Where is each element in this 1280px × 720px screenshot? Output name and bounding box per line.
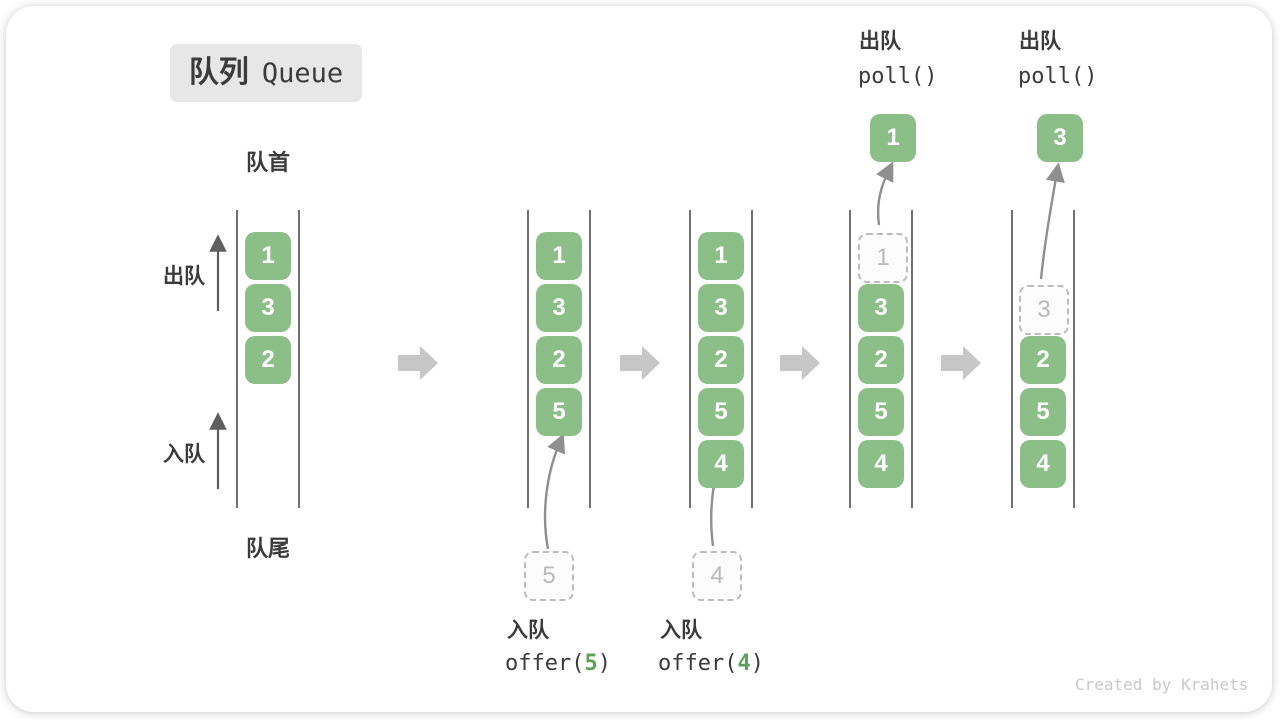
removed-value-slot: 3	[1019, 285, 1069, 335]
queue-cell: 5	[698, 388, 744, 436]
dequeue-op-code: poll()	[1018, 64, 1098, 89]
removed-value-slot: 1	[858, 233, 908, 283]
queue-cell: 2	[698, 336, 744, 384]
queue-cell: 5	[858, 388, 904, 436]
title-en: Queue	[261, 57, 344, 89]
dequeue-op-label: 出队	[859, 30, 901, 53]
code-close: )	[750, 651, 764, 676]
out-value-box: 3	[1037, 114, 1083, 162]
title-badge: 队列 Queue	[170, 44, 362, 102]
label-queue-rear: 队尾	[245, 536, 290, 561]
dequeue-op-code: poll()	[858, 64, 938, 89]
queue-cell: 1	[698, 232, 744, 280]
queue-cell: 2	[536, 336, 582, 384]
flow-arrow-icon	[780, 346, 820, 380]
flow-arrow-icon	[941, 346, 981, 380]
queue-cell: 3	[245, 284, 291, 332]
queue-cell: 4	[858, 440, 904, 488]
queue-cell: 4	[698, 440, 744, 488]
code-close: )	[597, 651, 611, 676]
enqueue-op-code: offer(5)	[505, 653, 611, 675]
code-fn: offer(	[505, 651, 585, 676]
queue-cell: 2	[1020, 336, 1066, 384]
queue-cell: 1	[536, 232, 582, 280]
queue-cell: 1	[245, 232, 291, 280]
enqueue-op-label: 入队	[660, 619, 702, 642]
queue-channel-lines	[236, 210, 1075, 508]
queue-cell: 3	[858, 284, 904, 332]
enqueue-op-label: 入队	[507, 619, 549, 642]
queue-cell: 2	[858, 336, 904, 384]
label-enqueue-side: 入队	[163, 443, 205, 466]
flow-arrow-icons	[398, 346, 981, 380]
out-value-box: 1	[870, 114, 916, 162]
queue-cell: 5	[536, 388, 582, 436]
enqueue-curve-arrow	[543, 433, 565, 550]
incoming-value-box: 5	[524, 551, 574, 601]
watermark: Created by Krahets	[1075, 675, 1249, 694]
queue-cell: 3	[536, 284, 582, 332]
queue-cell: 4	[1020, 440, 1066, 488]
dequeue-curve-arrow	[876, 161, 894, 226]
label-queue-front: 队首	[245, 150, 290, 175]
title-zh: 队列	[188, 56, 249, 89]
code-arg: 5	[584, 651, 598, 676]
code-arg: 4	[737, 651, 751, 676]
flow-arrow-icon	[398, 346, 438, 380]
queue-cell: 5	[1020, 388, 1066, 436]
code-fn: offer(	[658, 651, 738, 676]
dequeue-op-label: 出队	[1019, 30, 1061, 53]
dequeue-curve-arrow	[1039, 162, 1065, 280]
incoming-value-box: 4	[692, 551, 742, 601]
label-dequeue-side: 出队	[163, 265, 205, 288]
queue-cell: 2	[245, 336, 291, 384]
queue-cell: 3	[698, 284, 744, 332]
enqueue-op-code: offer(4)	[658, 653, 764, 675]
flow-arrow-icon	[620, 346, 660, 380]
